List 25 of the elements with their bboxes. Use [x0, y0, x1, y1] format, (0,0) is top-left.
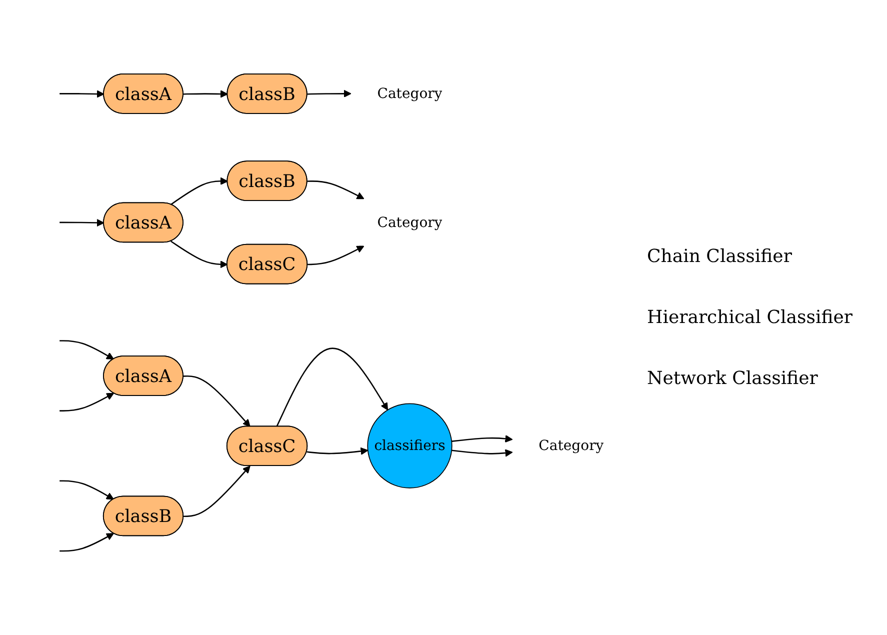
arrow: [452, 435, 513, 443]
arrow: [184, 466, 250, 518]
arrow: [183, 90, 228, 98]
diagram-caption: Chain Classifier: [647, 246, 793, 267]
node-text: Category: [538, 438, 604, 454]
diagram-caption: Network Classifier: [647, 368, 819, 389]
arrow: [452, 450, 513, 458]
arrow: [308, 246, 364, 266]
arrow: [60, 90, 104, 98]
arrow: [307, 180, 364, 200]
arrow: [60, 480, 114, 500]
arrow: [60, 219, 104, 228]
arrow: [306, 448, 368, 456]
arrow: [183, 376, 250, 428]
node-text: Category: [377, 214, 442, 231]
arrow: [60, 340, 114, 360]
arrow: [60, 534, 114, 552]
arrow: [276, 348, 388, 428]
arrow: [307, 90, 352, 98]
node-text: Category: [377, 85, 442, 102]
diagram-caption: Hierarchical Classifier: [647, 307, 854, 328]
arrow: [170, 178, 228, 206]
node-circle: classifiers: [367, 404, 452, 489]
arrow: [170, 241, 228, 269]
arrow: [60, 393, 114, 412]
